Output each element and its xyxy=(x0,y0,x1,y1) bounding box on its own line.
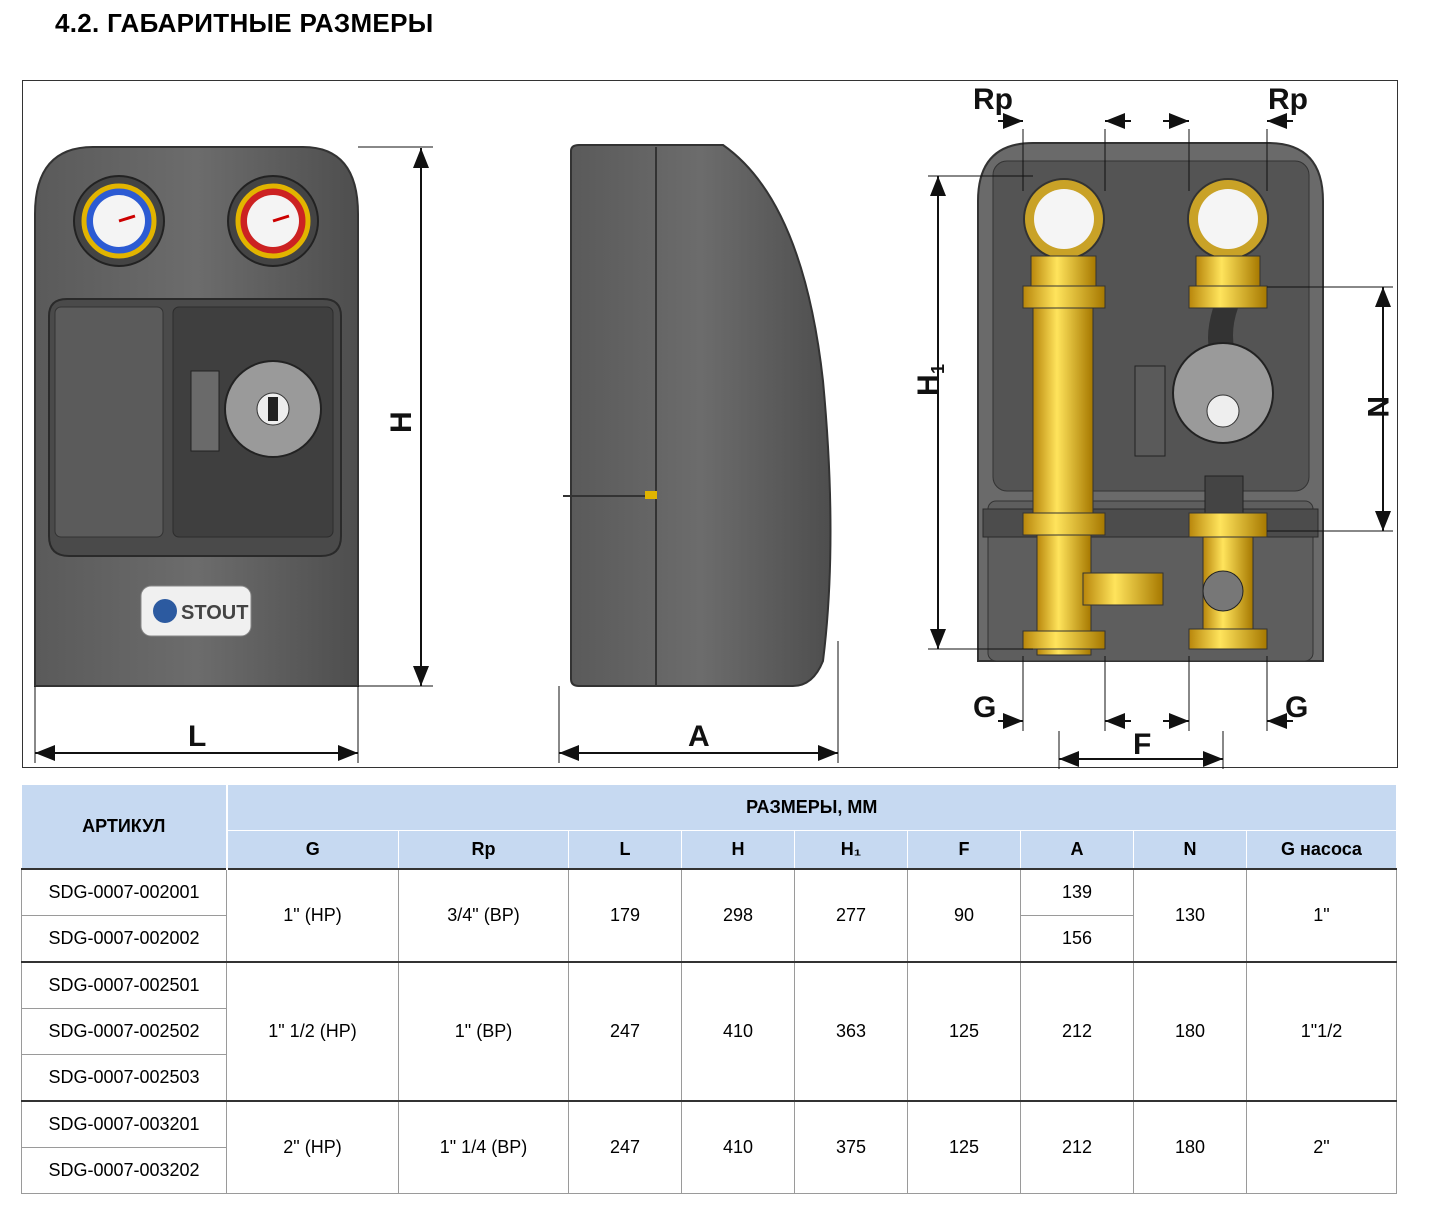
cell-N: 180 xyxy=(1133,960,1247,1101)
cell-L: 179 xyxy=(568,867,682,962)
table-row: SDG-0007-003202 xyxy=(21,1146,1397,1194)
dim-label-Rp-right: Rp xyxy=(1268,83,1308,116)
cell-H1: 375 xyxy=(794,1099,908,1194)
cell-G-pump: 1"1/2 xyxy=(1246,960,1397,1101)
header-article: АРТИКУЛ xyxy=(21,784,228,869)
cell-G-pump: 1" xyxy=(1246,867,1397,962)
cell-F: 125 xyxy=(907,1099,1021,1194)
col-header-G-pump: G насоса xyxy=(1246,830,1397,869)
cell-Rp: 3/4" (ВР) xyxy=(398,867,569,962)
dim-label-G-left: G xyxy=(973,691,996,724)
dimension-drawing: STOUT H L A xyxy=(22,80,1398,769)
front-view: STOUT H L xyxy=(34,146,433,763)
col-header-A: A xyxy=(1020,830,1134,869)
cell-Rp: 1" 1/4 (ВР) xyxy=(398,1099,569,1194)
cell-Rp: 1" (ВР) xyxy=(398,960,569,1101)
cell-G: 2" (НР) xyxy=(226,1099,399,1194)
internal-pump-icon xyxy=(1172,342,1274,444)
drawing-svg: STOUT H L A xyxy=(34,83,1394,769)
cell-H1: 363 xyxy=(794,960,908,1101)
col-header-H: H xyxy=(681,830,795,869)
col-header-F: F xyxy=(907,830,1021,869)
cell-L: 247 xyxy=(568,1099,682,1194)
table-row: SDG-0007-003201 2" (НР) 1" 1/4 (ВР) 247 … xyxy=(21,1099,1397,1194)
article-cell: SDG-0007-003202 xyxy=(21,1146,227,1194)
table-row: SDG-0007-002502 xyxy=(21,1007,1397,1055)
dim-label-Rp-left: Rp xyxy=(973,83,1013,116)
cell-H: 298 xyxy=(681,867,795,962)
cell-F: 90 xyxy=(907,867,1021,962)
col-header-L: L xyxy=(568,830,682,869)
article-cell: SDG-0007-002501 xyxy=(21,960,227,1009)
logo-text: STOUT xyxy=(181,602,248,624)
cell-N: 130 xyxy=(1133,867,1247,962)
col-header-G: G xyxy=(226,830,399,869)
table-row: SDG-0007-002002 156 xyxy=(21,914,1397,962)
col-header-N: N xyxy=(1133,830,1247,869)
stout-logo xyxy=(140,585,252,637)
col-header-Rp: Rp xyxy=(398,830,569,869)
col-header-H1: H₁ xyxy=(794,830,908,869)
cell-G: 1" 1/2 (НР) xyxy=(226,960,399,1101)
article-cell: SDG-0007-002002 xyxy=(21,914,227,962)
header-dimensions: РАЗМЕРЫ, ММ xyxy=(226,784,1397,831)
side-view: A xyxy=(558,144,839,763)
dim-label-H: H xyxy=(385,411,418,433)
dim-label-L: L xyxy=(188,720,206,753)
article-cell: SDG-0007-002001 xyxy=(21,867,227,916)
dim-label-G-right: G xyxy=(1285,691,1308,724)
cell-N: 180 xyxy=(1133,1099,1247,1194)
dim-label-A: A xyxy=(688,720,710,753)
dim-label-H1-subscript: 1 xyxy=(928,364,948,374)
dim-label-H1: H xyxy=(912,374,945,396)
dimensions-table: АРТИКУЛ РАЗМЕРЫ, ММ G Rp L H H₁ F A N G … xyxy=(21,784,1397,1194)
table-row: SDG-0007-002001 1" (НР) 3/4" (ВР) 179 29… xyxy=(21,867,1397,962)
cell-A: 212 xyxy=(1020,1099,1134,1194)
cell-G: 1" (НР) xyxy=(226,867,399,962)
article-cell: SDG-0007-002503 xyxy=(21,1053,227,1101)
cell-G-pump: 2" xyxy=(1246,1099,1397,1194)
dim-label-F: F xyxy=(1133,728,1151,761)
article-cell: SDG-0007-002502 xyxy=(21,1007,227,1055)
cell-H: 410 xyxy=(681,960,795,1101)
cell-A: 139 xyxy=(1020,867,1134,916)
table-row: SDG-0007-002503 xyxy=(21,1053,1397,1101)
page-title: 4.2. ГАБАРИТНЫЕ РАЗМЕРЫ xyxy=(55,8,434,38)
article-cell: SDG-0007-003201 xyxy=(21,1099,227,1148)
cell-A: 156 xyxy=(1020,914,1134,962)
cell-A: 212 xyxy=(1020,960,1134,1101)
table-row: SDG-0007-002501 1" 1/2 (НР) 1" (ВР) 247 … xyxy=(21,960,1397,1101)
cell-L: 247 xyxy=(568,960,682,1101)
internal-view: Rp Rp H 1 N G xyxy=(912,83,1394,769)
dim-label-N: N xyxy=(1361,396,1394,418)
cell-H: 410 xyxy=(681,1099,795,1194)
cell-H1: 277 xyxy=(794,867,908,962)
cell-F: 125 xyxy=(907,960,1021,1101)
